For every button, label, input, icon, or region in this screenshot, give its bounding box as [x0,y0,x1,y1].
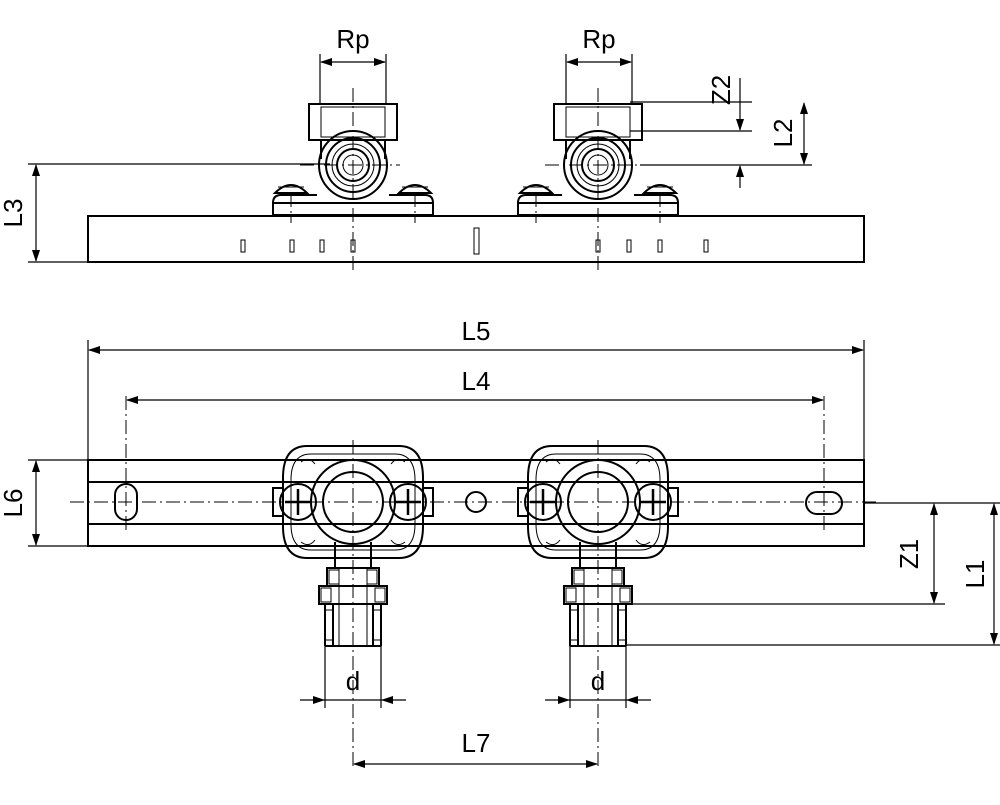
l7-dimension: L7 [353,728,598,768]
l1-label: L1 [960,560,990,589]
l5-label: L5 [462,316,491,346]
d-dimension-right: d [545,646,651,708]
l7-label: L7 [462,728,491,758]
l4-label: L4 [462,366,491,396]
rp-dimension-right: Rp [565,24,633,104]
d-label-left: d [346,666,360,696]
front-view: L5 L4 L6 Z1 L1 [0,316,1000,770]
rail-slots-side [240,227,709,255]
z1-label: Z1 [894,539,924,569]
l2-label: L2 [768,119,798,148]
side-view: Rp Rp Z2 L2 L3 [0,24,865,272]
l6-dimension: L6 [0,459,88,547]
l4-dimension: L4 [126,366,824,404]
rp-label-left: Rp [336,24,369,54]
l3-label: L3 [0,199,28,228]
rp-dimension-left: Rp [319,24,387,104]
d-dimension-left: d [300,646,406,708]
l1-dimension: L1 [626,503,1000,646]
l2-dimension: L2 [768,102,808,165]
z2-dimension: Z2 [630,75,812,188]
z2-label: Z2 [706,75,736,105]
rp-label-right: Rp [582,24,615,54]
l5-dimension: L5 [87,316,865,460]
l3-dimension: L3 [0,163,330,263]
z1-dimension: Z1 [626,502,1000,605]
l6-label: L6 [0,489,28,518]
side-rail [87,215,865,263]
front-rail [87,459,865,547]
d-label-right: d [591,666,605,696]
